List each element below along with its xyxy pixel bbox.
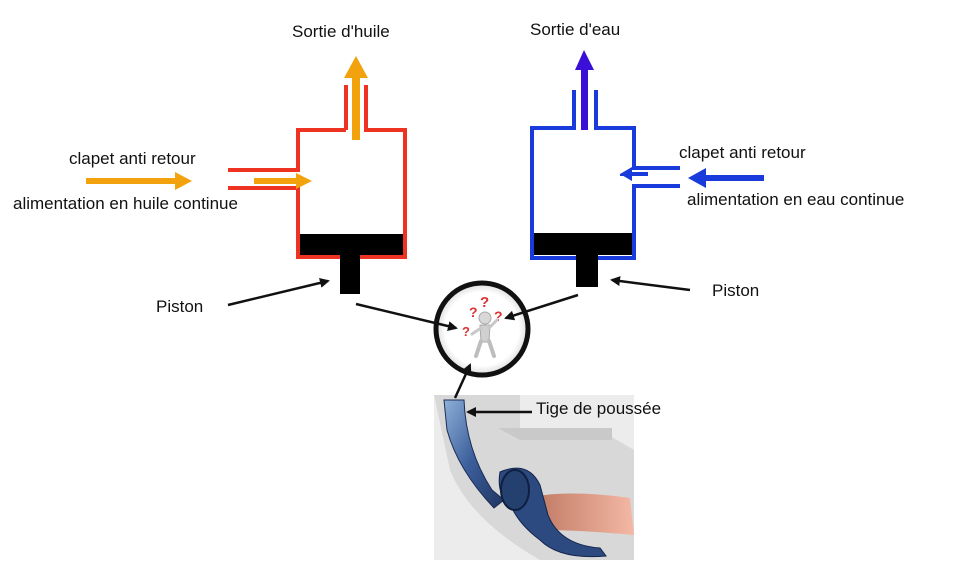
push-rod-label: Tige de poussée (536, 399, 662, 418)
water-outlet-label: Sortie d'eau (530, 20, 621, 39)
piston-right-label: Piston (712, 281, 760, 300)
water-cylinder (530, 90, 680, 260)
oil-supply-arrow (86, 172, 192, 190)
oil-outlet-label: Sortie d'huile (292, 22, 390, 41)
water-piston-rod (576, 245, 598, 287)
brake-pedal-photo (434, 395, 634, 560)
water-check-valve-label: clapet anti retour (679, 143, 806, 162)
water-supply-arrow (688, 168, 764, 188)
water-piston-head (534, 233, 632, 255)
oil-check-valve-arrow (254, 173, 312, 189)
svg-text:?: ? (494, 308, 503, 324)
svg-text:?: ? (469, 304, 478, 320)
oil-piston-rod (340, 255, 360, 294)
oil-piston-head (300, 234, 403, 255)
oil-check-valve-label: clapet anti retour (69, 149, 196, 168)
svg-text:?: ? (462, 324, 470, 339)
water-check-valve-arrow (620, 167, 648, 181)
pointer-arrows (227, 276, 691, 417)
oil-supply-label: alimentation en huile continue (13, 194, 238, 213)
water-piston-stem (588, 240, 594, 248)
oil-outlet-arrow (344, 56, 368, 140)
water-outlet-arrow (575, 50, 594, 130)
confused-person-icon: ? ? ? ? (462, 294, 503, 358)
water-supply-label: alimentation en eau continue (687, 190, 905, 209)
piston-left-label: Piston (156, 297, 204, 316)
oil-cylinder (228, 85, 407, 259)
svg-text:?: ? (480, 294, 489, 311)
